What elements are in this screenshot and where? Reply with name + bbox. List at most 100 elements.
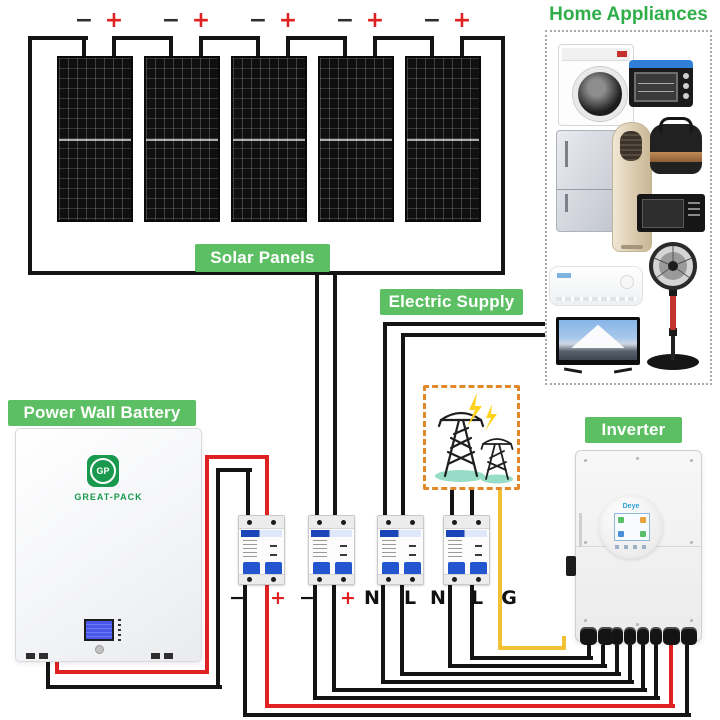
- wire-solar: [30, 36, 88, 40]
- wire-run: [641, 645, 645, 692]
- grid-circuit-breaker: [443, 515, 490, 585]
- solar-circuit-breaker: [308, 515, 355, 585]
- wire-solar: [28, 36, 32, 275]
- lightning-icon: [467, 393, 482, 427]
- panel-minus-label: −: [422, 8, 442, 33]
- wire-run: [628, 645, 632, 684]
- panel-plus-label: +: [278, 8, 298, 33]
- inverter-buttons[interactable]: [615, 545, 647, 549]
- battery-circuit-breaker: [238, 515, 285, 585]
- wire-run: [448, 664, 607, 668]
- panel-minus-label: −: [335, 8, 355, 33]
- wire-run: [654, 645, 658, 700]
- wire-ground-yellow: [498, 488, 502, 650]
- wire-battery-positive: [205, 455, 209, 674]
- wire-solar-to-breaker: [333, 271, 337, 517]
- inverter-port: [598, 627, 614, 645]
- wire-grid: [401, 333, 405, 517]
- panel-plus-label: +: [365, 8, 385, 33]
- load-circuit-breaker: [377, 515, 424, 585]
- panel-plus-label: +: [452, 8, 472, 33]
- wire-solar: [343, 36, 347, 58]
- inverter-port: [650, 627, 662, 645]
- wire-battery-negative: [216, 468, 252, 472]
- wire-solar: [373, 36, 377, 58]
- inverter-badge: Inverter: [585, 417, 682, 443]
- battery-lcd-display: [84, 619, 114, 641]
- wire-run: [615, 645, 619, 676]
- battery-brand-text: GREAT-PACK: [74, 492, 143, 502]
- wire-battery-negative: [216, 468, 220, 689]
- wire-solar-rail: [28, 271, 505, 275]
- inverter-port: [663, 627, 680, 645]
- wire-grid: [401, 333, 545, 337]
- battery-foot: [151, 653, 160, 659]
- wire-run: [381, 680, 634, 684]
- inverter-brand-text: Deye: [622, 503, 640, 510]
- wire-solar: [430, 36, 434, 58]
- wire-run-red: [669, 645, 673, 708]
- wire-run: [313, 583, 317, 700]
- wire-run: [381, 583, 385, 684]
- wire-solar: [460, 36, 464, 58]
- wire-solar-to-breaker: [315, 271, 319, 517]
- wire-solar: [501, 36, 505, 275]
- wire-battery-positive: [265, 455, 269, 517]
- wire-battery-positive: [55, 670, 209, 674]
- wire-grid: [383, 322, 387, 517]
- wire-battery-negative: [46, 656, 50, 689]
- microwave-oven-icon: [637, 194, 705, 232]
- stand-fan-icon: [644, 240, 702, 372]
- wire-solar: [112, 36, 116, 58]
- wire-solar: [169, 36, 173, 58]
- wire-grid: [450, 488, 454, 517]
- wire-solar: [286, 36, 290, 58]
- inverter-port: [681, 627, 697, 645]
- floor-standing-ac-icon: [612, 122, 652, 252]
- wire-run: [587, 645, 591, 660]
- rice-cooker-icon: [650, 117, 702, 174]
- wire-solar: [286, 36, 347, 40]
- power-wall-battery-badge: Power Wall Battery: [8, 400, 196, 426]
- wire-battery-positive: [55, 656, 59, 674]
- washing-machine-icon: [558, 44, 634, 126]
- wire-solar: [112, 36, 173, 40]
- inverter-port: [637, 627, 649, 645]
- inverter-port: [611, 627, 623, 645]
- power-grid-box: [423, 385, 520, 490]
- wire-solar: [199, 36, 260, 40]
- terminal-label-minus: −: [299, 587, 315, 609]
- transmission-towers-illustration: [435, 393, 514, 484]
- battery-power-button[interactable]: [95, 645, 104, 654]
- wire-run: [400, 583, 404, 676]
- terminal-label-n: N: [430, 587, 446, 609]
- wire-battery-negative: [46, 685, 222, 689]
- terminal-label-l: L: [470, 587, 484, 609]
- inverter-port: [580, 627, 597, 645]
- air-conditioner-icon: [549, 266, 643, 306]
- terminal-label-l: L: [403, 587, 417, 609]
- great-pack-logo: GP: [87, 455, 119, 487]
- hybrid-inverter-unit: Deye: [575, 450, 702, 642]
- panel-plus-label: +: [191, 8, 211, 33]
- wire-solar: [82, 36, 86, 58]
- battery-indicator-leds: [118, 619, 121, 641]
- wire-battery-positive: [205, 455, 269, 459]
- inverter-port: [624, 627, 636, 645]
- inverter-side-switch[interactable]: [566, 556, 576, 576]
- terminal-label-plus: +: [340, 587, 356, 609]
- power-wall-battery-unit: GP GREAT-PACK: [15, 428, 202, 662]
- wire-ground-yellow: [562, 636, 566, 648]
- wire-run: [243, 583, 247, 717]
- wire-run: [448, 583, 452, 668]
- battery-foot: [26, 653, 35, 659]
- lightning-icon: [485, 404, 497, 431]
- panel-plus-label: +: [104, 8, 124, 33]
- toaster-oven-icon: [629, 60, 693, 107]
- wire-run-red: [265, 583, 269, 708]
- terminal-label-g: G: [501, 587, 517, 609]
- battery-foot: [164, 653, 173, 659]
- wire-solar: [373, 36, 434, 40]
- wire-grid: [470, 488, 474, 517]
